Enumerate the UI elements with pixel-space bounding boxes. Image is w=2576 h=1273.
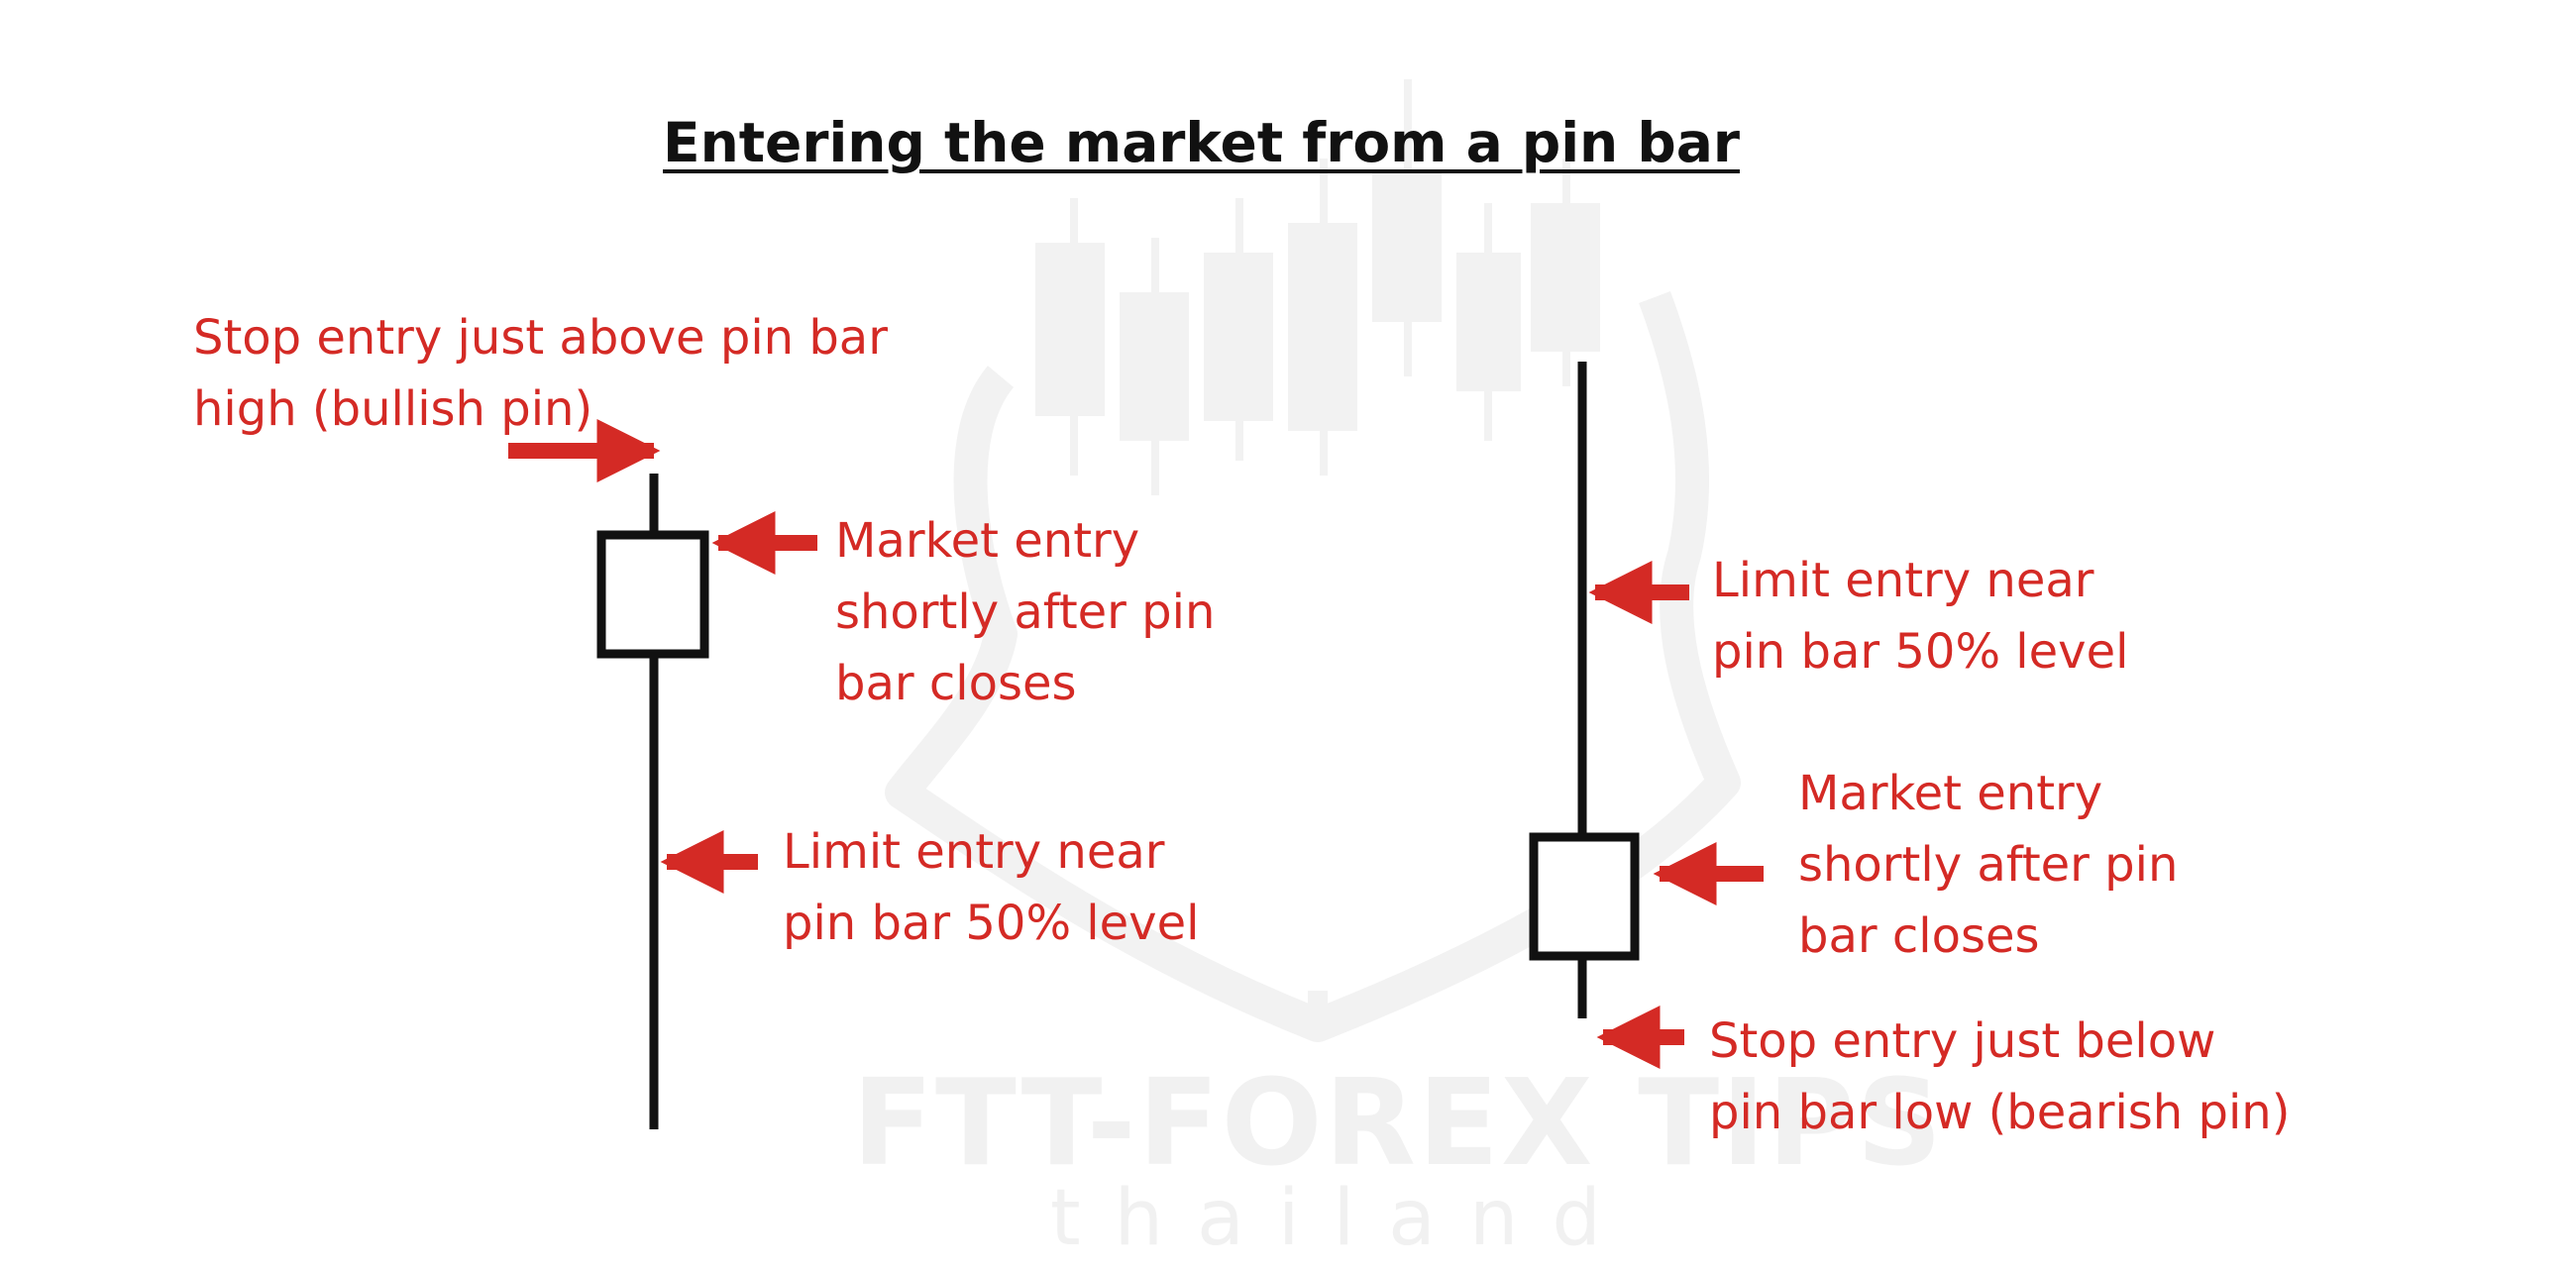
label-line: Limit entry near: [783, 824, 1165, 880]
label-line: pin bar low (bearish pin): [1709, 1085, 2291, 1140]
label-line: Market entry: [835, 513, 1140, 569]
label-line: Limit entry near: [1712, 553, 2094, 608]
label-line: shortly after pin: [1798, 837, 2179, 893]
label-line: bar closes: [835, 656, 1077, 711]
bearish-pin-candle: [1529, 362, 1640, 1018]
label-line: pin bar 50% level: [1712, 624, 2129, 680]
page-title: Entering the market from a pin bar: [663, 111, 1740, 174]
bullish-market-entry-label: Market entry shortly after pin bar close…: [835, 505, 1215, 719]
bullish-stop-entry-label: Stop entry just above pin bar high (bull…: [193, 302, 888, 445]
bearish-limit-entry-label: Limit entry near pin bar 50% level: [1712, 545, 2128, 688]
bullish-limit-entry-label: Limit entry near pin bar 50% level: [783, 816, 1199, 959]
bearish-stop-entry-label: Stop entry just below pin bar low (beari…: [1709, 1006, 2290, 1148]
label-line: bar closes: [1798, 908, 2040, 964]
label-line: Stop entry just below: [1709, 1013, 2216, 1069]
label-line: high (bullish pin): [193, 381, 593, 437]
label-line: Market entry: [1798, 766, 2103, 821]
watermark-subtitle: thailand: [1050, 1174, 1635, 1263]
bearish-market-entry-label: Market entry shortly after pin bar close…: [1798, 758, 2178, 972]
label-line: Stop entry just above pin bar: [193, 310, 888, 366]
label-line: pin bar 50% level: [783, 896, 1200, 951]
watermark-brand: FTT-FOREX TIPS: [852, 1055, 1945, 1193]
label-line: shortly after pin: [835, 584, 1216, 640]
bullish-pin-candle: [596, 474, 709, 1129]
